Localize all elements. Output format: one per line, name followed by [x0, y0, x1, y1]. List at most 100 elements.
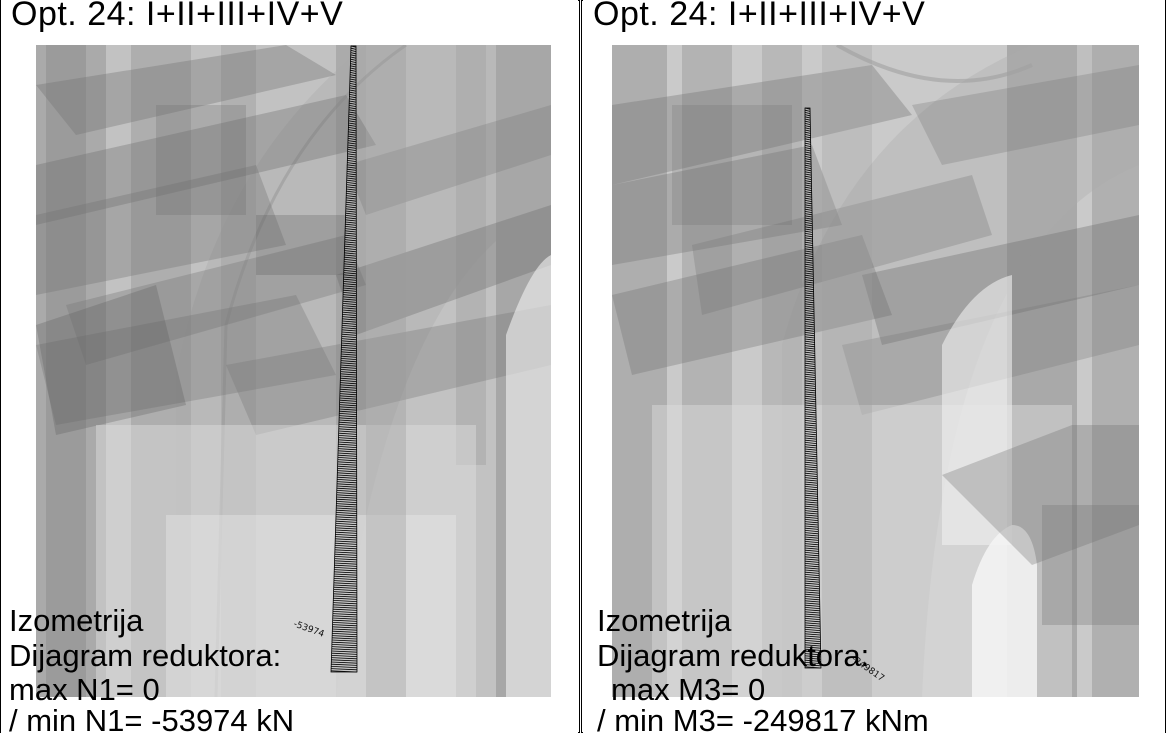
- diagram-hatch-line: [336, 505, 357, 508]
- diagram-hatch-line: [804, 457, 817, 460]
- panel-title: Opt. 24: I+II+III+IV+V: [11, 0, 344, 33]
- diagram-hatch-line: [341, 327, 357, 330]
- diagram-hatch-line: [804, 591, 820, 594]
- diagram-hatch-line: [804, 657, 821, 660]
- diagram-hatch-line: [348, 127, 357, 129]
- diagram-hatch-line: [804, 107, 811, 110]
- diagram-hatch-line: [344, 241, 357, 244]
- diagram-hatch-line: [804, 200, 812, 202]
- diagram-hatch-line: [337, 457, 357, 459]
- diagram-hatch-line: [804, 182, 812, 185]
- diagram-hatch-line: [804, 338, 815, 341]
- diagram-hatch-line: [804, 274, 814, 277]
- panel-n1: -53974 Opt. 24: I+II+III+IV+V Izometrija…: [1, 0, 578, 733]
- diagram-hatch-line: [804, 459, 817, 462]
- diagram-hatch-line: [336, 490, 357, 492]
- diagram-hatch-line: [804, 395, 816, 398]
- diagram-hatch-line: [804, 127, 811, 130]
- diagram-hatch-line: [331, 655, 358, 657]
- diagram-hatch-line: [338, 430, 357, 433]
- diagram-hatch-line: [804, 347, 815, 350]
- diagram-hatch-line: [804, 516, 819, 519]
- diagram-hatch-line: [349, 105, 357, 107]
- diagram-hatch-line: [804, 613, 820, 616]
- diagram-hatch-line: [804, 626, 821, 629]
- diagram-hatch-line: [342, 325, 357, 327]
- diagram-hatch-line: [339, 388, 357, 391]
- diagram-hatch-line: [340, 382, 357, 385]
- diagram-hatch-line: [804, 259, 814, 262]
- diagram-hatch-line: [344, 254, 357, 257]
- diagram-hatch-line: [804, 301, 814, 304]
- diagram-hatch-line: [347, 144, 357, 147]
- diagram-hatch-line: [339, 415, 357, 418]
- diagram-hatch-line: [344, 234, 357, 237]
- diagram-hatch-line: [336, 485, 357, 488]
- diagram-hatch-line: [804, 125, 811, 128]
- diagram-hatch-line: [340, 380, 357, 382]
- diagram-hatch-line: [804, 534, 819, 537]
- diagram-hatch-line: [343, 270, 357, 272]
- diagram-hatch-line: [804, 376, 816, 378]
- panel-divider: [579, 0, 582, 733]
- diagram-hatch-line: [804, 151, 811, 154]
- diagram-hatch-line: [345, 219, 357, 222]
- diagram-hatch-line: [350, 65, 357, 68]
- diagram-hatch-line: [804, 285, 814, 288]
- diagram-hatch-line: [804, 237, 813, 240]
- diagram-hatch-line: [333, 606, 357, 609]
- diagram-hatch-line: [804, 576, 820, 579]
- diagram-hatch-line: [350, 67, 357, 70]
- diagram-hatch-line: [804, 631, 821, 634]
- diagram-hatch-line: [804, 349, 815, 352]
- diagram-hatch-line: [345, 208, 357, 211]
- diagram-hatch-line: [334, 556, 357, 558]
- diagram-hatch-line: [348, 120, 357, 123]
- diagram-hatch-line: [333, 593, 357, 596]
- diagram-hatch-line: [349, 76, 357, 79]
- diagram-hatch-line: [343, 292, 357, 294]
- diagram-hatch-line: [804, 263, 814, 266]
- diagram-hatch-line: [804, 149, 811, 152]
- diagram-hatch-line: [804, 633, 821, 636]
- diagram-hatch-line: [348, 129, 357, 132]
- diagram-hatch-line: [340, 386, 357, 389]
- diagram-hatch-line: [804, 646, 821, 649]
- diagram-hatch-line: [804, 215, 813, 218]
- diagram-hatch-line: [804, 354, 815, 356]
- diagram-hatch-line: [804, 160, 812, 163]
- diagram-hatch-line: [347, 162, 357, 165]
- diagram-hatch-line: [340, 369, 357, 371]
- diagram-hatch-line: [804, 585, 820, 587]
- diagram-hatch-line: [804, 189, 812, 191]
- diagram-hatch-line: [343, 289, 357, 292]
- diagram-hatch-line: [804, 136, 811, 139]
- diagram-hatch-line: [344, 245, 357, 248]
- diagram-hatch-line: [804, 217, 813, 220]
- diagram-hatch-line: [804, 283, 814, 286]
- diagram-hatch-line: [334, 547, 357, 550]
- diagram-hatch-line: [338, 437, 357, 440]
- diagram-hatch-line: [343, 285, 357, 288]
- diagram-hatch-line: [334, 560, 357, 563]
- diagram-hatch-line: [338, 428, 357, 431]
- diagram-hatch-line: [804, 404, 816, 407]
- diagram-hatch-line: [337, 454, 357, 457]
- diagram-hatch-line: [804, 571, 820, 574]
- diagram-hatch-line: [332, 615, 357, 618]
- diagram-hatch-line: [334, 567, 357, 569]
- diagram-hatch-line: [804, 204, 812, 207]
- diagram-hatch-line: [804, 455, 817, 458]
- diagram-hatch-line: [335, 520, 357, 523]
- diagram-hatch-line: [337, 470, 357, 473]
- diagram-hatch-line: [337, 479, 357, 481]
- diagram-hatch-line: [804, 193, 812, 196]
- diagram-hatch-line: [340, 377, 357, 380]
- diagram-hatch-line: [333, 589, 357, 591]
- diagram-hatch-line: [804, 224, 813, 227]
- diagram-hatch-line: [331, 650, 358, 653]
- panel-title: Opt. 24: I+II+III+IV+V: [593, 0, 926, 33]
- diagram-hatch-line: [804, 211, 813, 213]
- diagram-hatch-line: [349, 78, 357, 81]
- diagram-hatch-line: [344, 256, 357, 259]
